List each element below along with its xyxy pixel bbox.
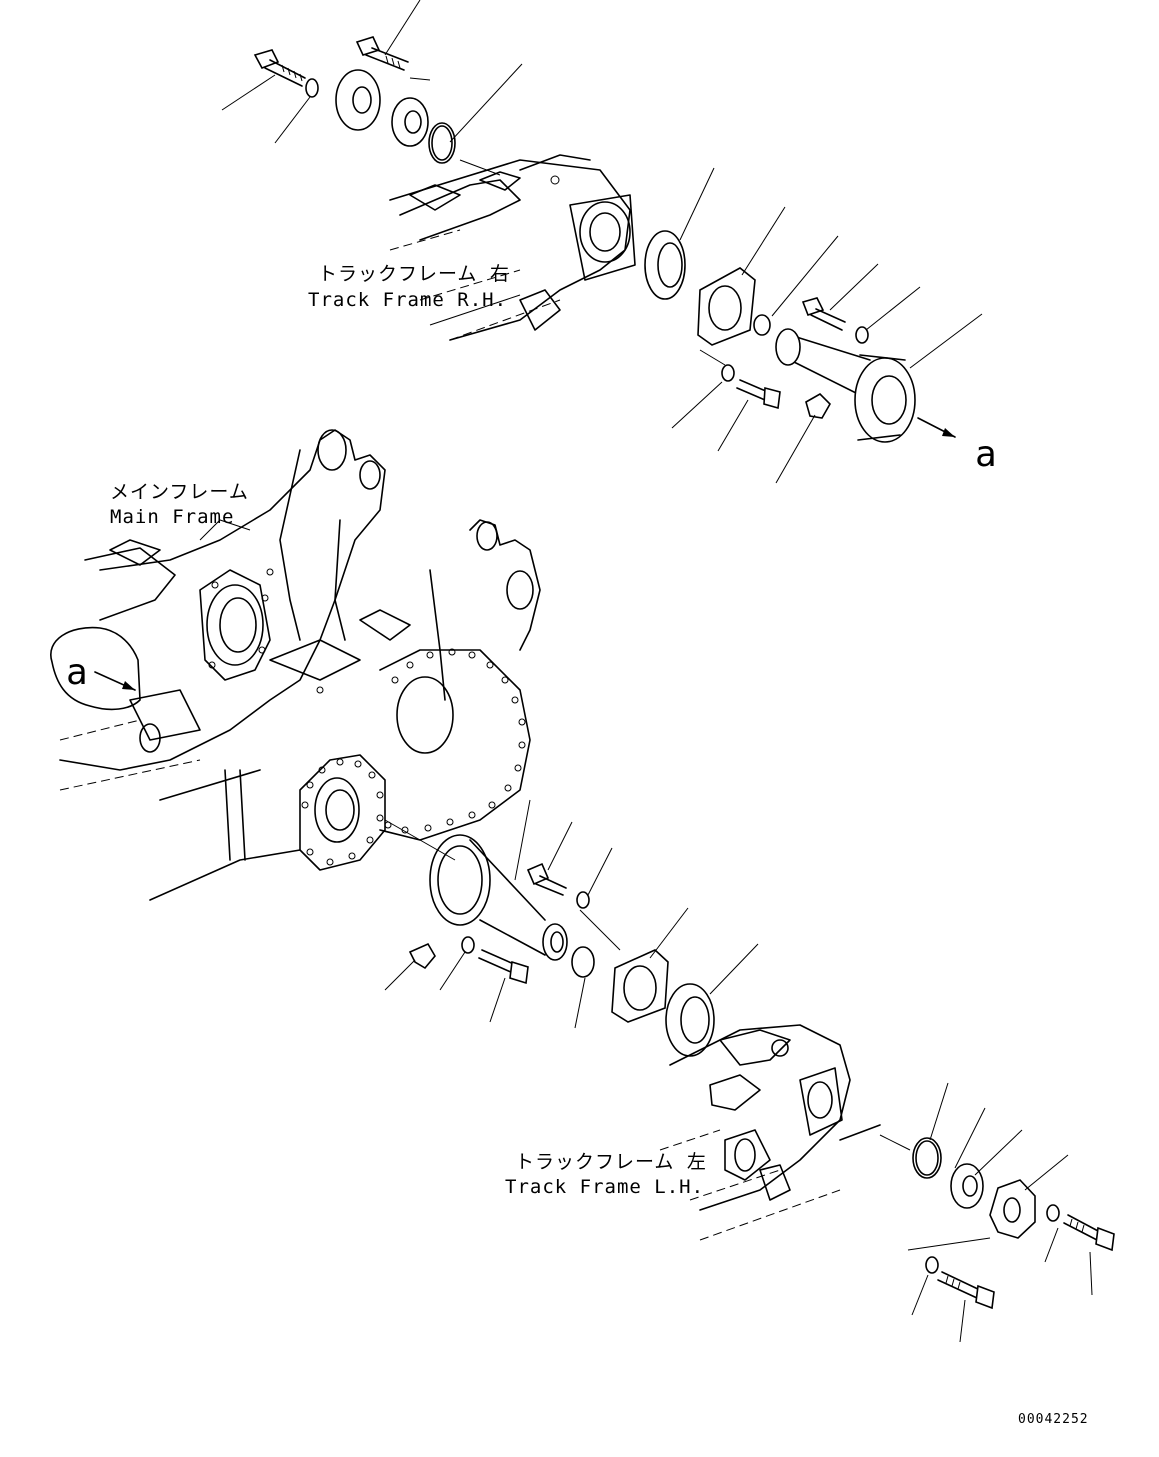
lh-flange-plate	[989, 1179, 1036, 1239]
rh-cap	[391, 97, 429, 147]
lh-grease-fitting	[408, 942, 436, 970]
rh-cover-plate	[697, 267, 756, 346]
lh-bottom-leader-lines	[911, 1082, 1093, 1343]
rh-pivot-shaft	[775, 328, 916, 443]
lh-mid-leader-lines	[384, 799, 759, 1029]
lh-washer-right	[1046, 1204, 1060, 1222]
main-frame	[50, 429, 541, 901]
track-frame-rh-label-en: Track Frame R.H.	[308, 289, 508, 311]
rh-washer-mid	[855, 326, 869, 344]
reference-letter-main: a	[66, 652, 88, 693]
track-frame-rh-label-jp: トラックフレーム 右	[318, 263, 510, 285]
rh-o-ring-small	[753, 314, 771, 336]
reference-letter-top: a	[975, 434, 997, 475]
track-frame-rh	[389, 154, 636, 341]
rh-leader-lines	[221, 0, 983, 484]
track-frame-lh-label-jp: トラックフレーム 左	[515, 1151, 707, 1173]
lh-pivot-shaft	[384, 819, 568, 961]
rh-washer-top	[305, 78, 319, 98]
lh-washer-small	[461, 936, 475, 954]
main-frame-label-jp: メインフレーム	[110, 481, 249, 503]
rh-bolt-top	[355, 36, 409, 71]
lh-cap	[950, 1163, 984, 1209]
rh-seal	[644, 230, 686, 300]
lh-washer-top	[576, 891, 590, 909]
lh-washer-bottom	[925, 1256, 939, 1274]
lh-o-ring-bottom	[912, 1137, 942, 1179]
arrow-to-a-top	[917, 417, 956, 438]
rh-o-ring-top	[428, 122, 456, 164]
rh-bolt-bottom	[736, 379, 781, 410]
rh-washer-bottom	[721, 364, 735, 382]
lh-bolt-bottom-right	[937, 1271, 995, 1310]
lh-bolt-bottom	[478, 949, 529, 985]
lh-bolt-top	[526, 862, 567, 896]
drawing-code: 00042252	[1018, 1412, 1089, 1427]
rh-grease-fitting	[805, 393, 831, 419]
rh-bolt-top-left	[253, 49, 306, 87]
reference-a-bubble	[50, 626, 141, 711]
track-frame-lh-label-en: Track Frame L.H.	[505, 1176, 705, 1198]
lh-cover-plate	[611, 949, 669, 1023]
lh-o-ring-small	[571, 946, 595, 978]
main-frame-label-en: Main Frame	[110, 506, 235, 528]
rh-bolt-mid	[801, 297, 846, 331]
main-frame-bolt-holes	[208, 568, 526, 866]
lh-seal	[665, 983, 715, 1057]
lh-bolt-right	[1063, 1214, 1115, 1252]
track-frame-lh	[659, 1024, 881, 1241]
rh-flange-plate	[335, 69, 381, 131]
